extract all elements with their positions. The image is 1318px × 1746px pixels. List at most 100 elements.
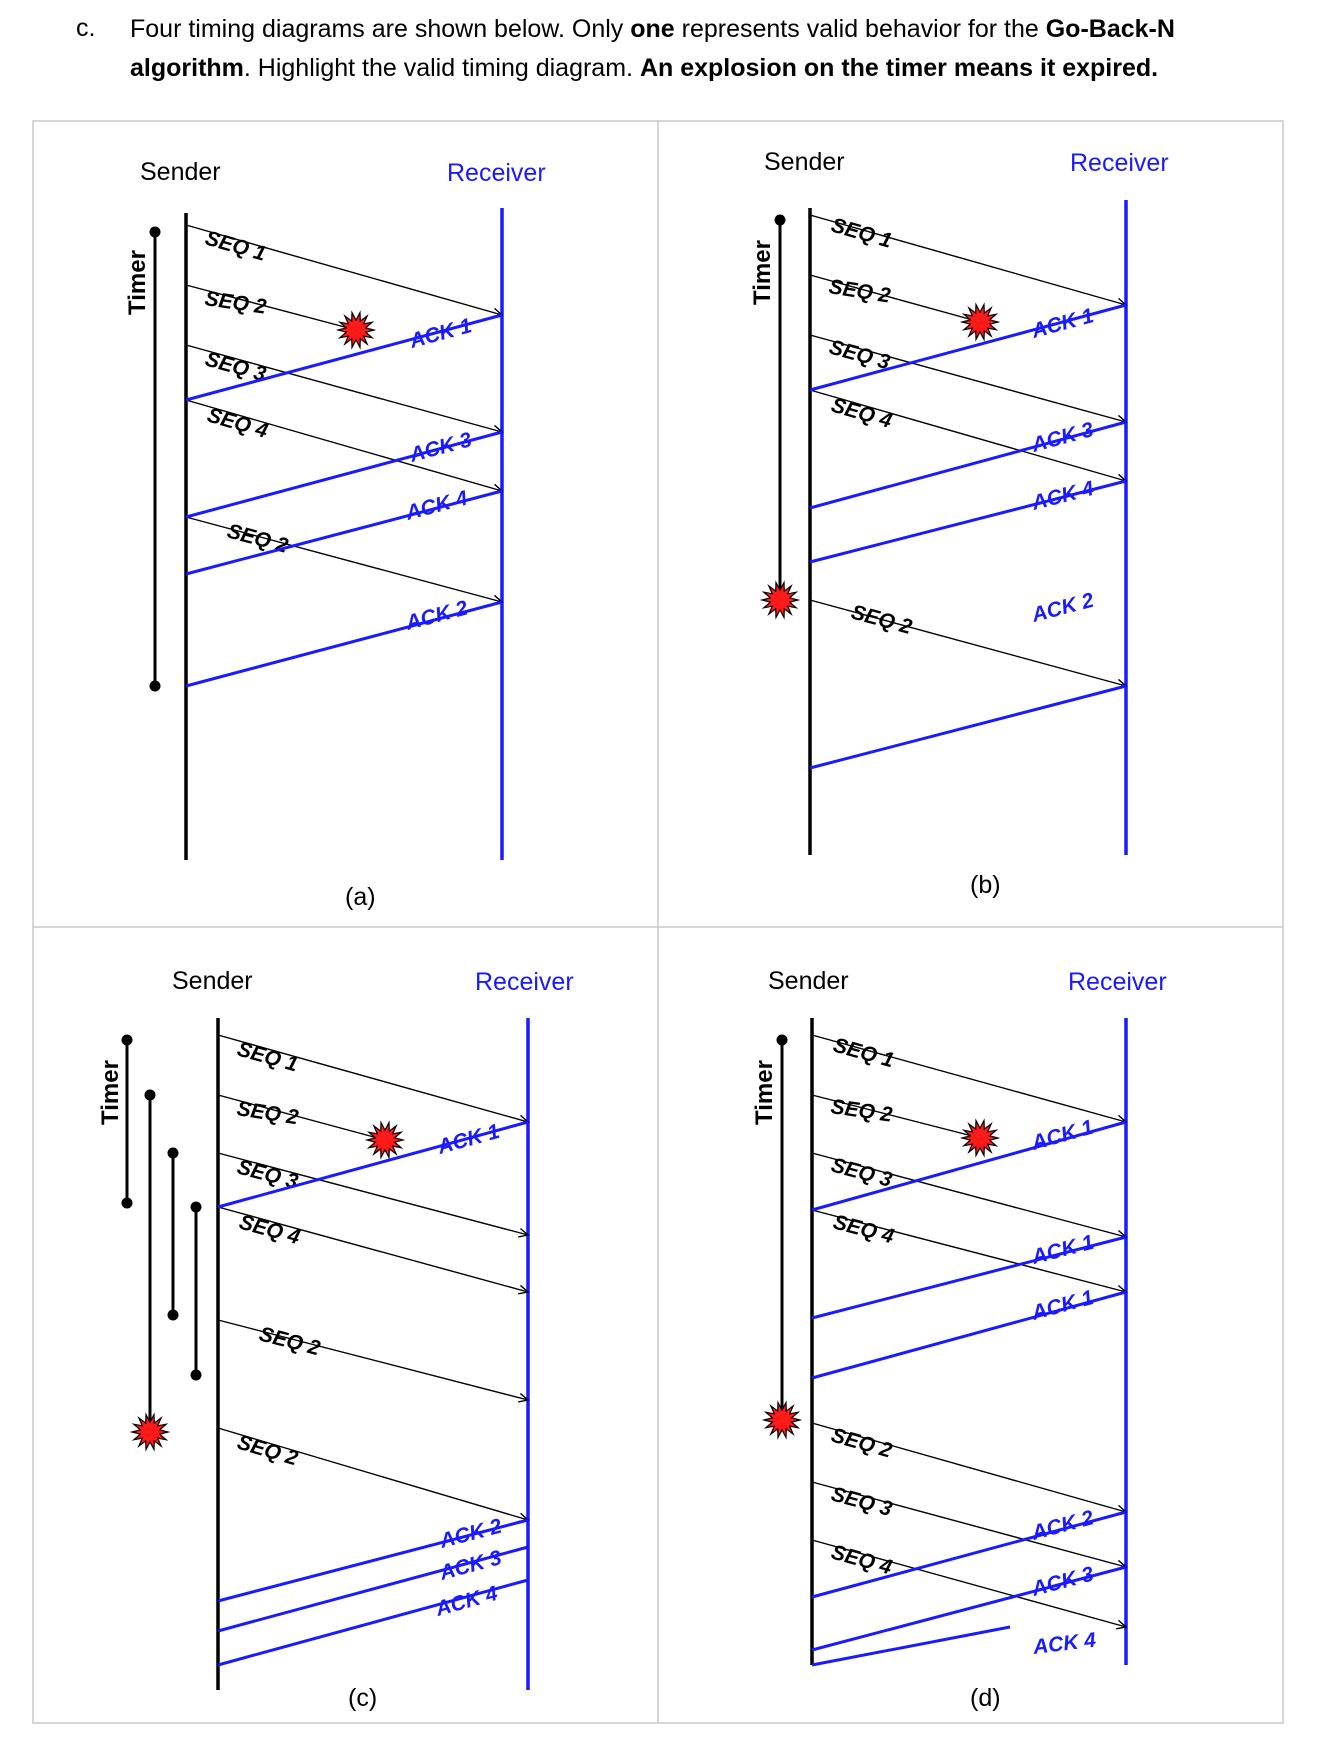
ack-line	[811, 1625, 1011, 1667]
timer-end-dot	[190, 1369, 202, 1381]
timer-label: Timer	[97, 1060, 124, 1125]
seq-packet-line	[217, 1094, 386, 1141]
seq-packet-line	[217, 1319, 529, 1401]
arrowhead	[518, 1393, 530, 1403]
timer-end-dot	[167, 1309, 179, 1321]
ack-line	[811, 1565, 1127, 1652]
seq-packet-line	[217, 1427, 529, 1521]
seq-label: SEQ 4	[829, 1541, 895, 1580]
timer-start-dot	[774, 214, 786, 226]
seq-packet-line	[811, 1094, 981, 1139]
seq-packet-line	[811, 1152, 1127, 1238]
receiver-label: Receiver	[447, 159, 546, 187]
question-text-part: Go-Back-N algorithm	[130, 15, 1175, 82]
ack-line	[217, 1120, 529, 1209]
seq-label: SEQ 1	[831, 1034, 897, 1073]
ack-line	[811, 1510, 1127, 1599]
timer-label: Timer	[751, 1060, 778, 1125]
ack-label: ACK 4	[402, 487, 470, 526]
timing-diagram-d: Sender Receiver (d) Timer SEQ 1 SEQ 2 SEQ 3 SEQ…	[751, 967, 1167, 1712]
diagram-caption: (a)	[345, 883, 376, 911]
seq-label: SEQ 3	[829, 1154, 895, 1192]
timer-start-dot	[144, 1089, 156, 1101]
seq-label: SEQ 2	[827, 275, 892, 307]
sender-label: Sender	[140, 158, 221, 186]
ack-label: ACK 2	[1028, 1506, 1096, 1545]
packet-lost-explosion-icon	[364, 1120, 406, 1160]
seq-label: SEQ 4	[237, 1211, 303, 1250]
packet-lost-explosion-icon	[959, 302, 1001, 342]
seq-label: SEQ 2	[235, 1431, 301, 1471]
seq-label: SEQ 2	[225, 520, 291, 558]
arrowhead	[518, 1284, 530, 1295]
timer-expired-explosion-icon	[129, 1412, 171, 1452]
timer-label: Timer	[124, 250, 151, 315]
question-text-part: one	[630, 15, 675, 43]
receiver-label: Receiver	[475, 968, 574, 996]
timer-start-dot	[190, 1201, 202, 1213]
question-label: c.	[76, 14, 96, 42]
seq-packet-line	[185, 344, 503, 433]
timer-start-dot	[149, 226, 161, 238]
timer-label: Timer	[749, 240, 776, 305]
seq-label: SEQ 2	[829, 1424, 895, 1463]
seq-label: SEQ 1	[203, 227, 269, 266]
seq-packet-line	[809, 599, 1127, 687]
seq-packet-line	[809, 214, 1127, 306]
seq-label: SEQ 1	[829, 214, 895, 253]
seq-packet-line	[217, 1206, 529, 1293]
seq-label: SEQ 3	[827, 336, 893, 375]
seq-packet-line	[811, 1422, 1127, 1513]
diagram-caption: (d)	[970, 1684, 1001, 1712]
ack-label: ACK 4	[432, 1582, 500, 1621]
ack-line	[217, 1578, 529, 1667]
seq-packet-line	[811, 1481, 1127, 1568]
ack-line	[811, 1235, 1127, 1320]
seq-packet-line	[809, 334, 1127, 423]
ack-line	[809, 420, 1127, 510]
timer-end-dot	[121, 1197, 133, 1209]
ack-label: ACK 1	[1029, 1231, 1097, 1269]
ack-line	[811, 1290, 1127, 1380]
seq-packet-line	[811, 1034, 1127, 1123]
seq-label: SEQ 2	[257, 1323, 323, 1361]
seq-packet-line	[811, 1209, 1127, 1293]
ack-line	[185, 313, 503, 402]
ack-label: ACK 3	[1028, 418, 1096, 457]
seq-label: SEQ 1	[235, 1038, 301, 1077]
seq-packet-line	[809, 389, 1127, 482]
question-text-part: represents valid behavior for the	[674, 15, 1046, 43]
ack-label: ACK 4	[1031, 1629, 1098, 1660]
seq-packet-line	[185, 284, 357, 331]
seq-label: SEQ 2	[203, 287, 268, 319]
seq-packet-line	[185, 399, 503, 492]
packet-lost-explosion-icon	[335, 310, 377, 350]
seq-label: SEQ 4	[831, 1211, 897, 1249]
sender-label: Sender	[768, 967, 849, 995]
seq-packet-line	[217, 1034, 529, 1123]
seq-label: SEQ 2	[235, 1097, 300, 1129]
ack-label: ACK 1	[434, 1120, 502, 1159]
question: c. Four timing diagrams are shown below.…	[0, 0, 1318, 100]
seq-label: SEQ 2	[849, 601, 915, 640]
ack-label: ACK 1	[1028, 1116, 1096, 1155]
question-text: Four timing diagrams are shown below. On…	[130, 10, 1270, 88]
ack-line	[185, 430, 503, 519]
ack-label: ACK 1	[1028, 1286, 1096, 1325]
ack-label: ACK 1	[1028, 304, 1096, 343]
timer-end-dot	[149, 680, 161, 692]
ack-line	[185, 489, 503, 576]
seq-label: SEQ 2	[829, 1095, 894, 1127]
sender-label: Sender	[172, 967, 253, 995]
timer-expired-explosion-icon	[761, 1400, 803, 1440]
seq-packet-line	[185, 224, 503, 316]
ack-line	[217, 1518, 529, 1603]
receiver-label: Receiver	[1068, 968, 1167, 996]
seq-label: SEQ 3	[829, 1483, 895, 1521]
seq-packet-line	[217, 1152, 529, 1236]
arrowhead	[1116, 1619, 1128, 1630]
